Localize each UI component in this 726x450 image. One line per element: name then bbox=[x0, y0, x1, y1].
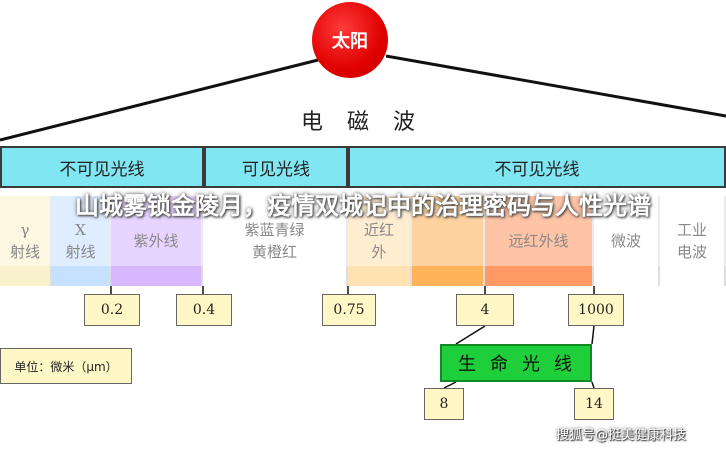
wavelength-0-4: 0.4 bbox=[176, 294, 232, 326]
header-label: 不可见光线 bbox=[59, 159, 145, 180]
em-wave-label: 电磁波 bbox=[300, 110, 439, 135]
roof-right-line bbox=[385, 54, 726, 118]
overlay-title: 山城雾锁金陵月，疫情双城记中的治理密码与人性光谱 bbox=[75, 192, 651, 220]
spectrum-band-8: 工业 电波 bbox=[660, 196, 726, 286]
spectrum-band-3: 紫蓝青绿 黄橙红 bbox=[203, 196, 348, 286]
watermark: 搜狐号@挺美健康科技 bbox=[556, 428, 687, 443]
wavelength-4: 4 bbox=[456, 294, 514, 326]
spectrum-band-5 bbox=[412, 196, 485, 286]
life-14-connector bbox=[591, 381, 595, 389]
wavelength-1000: 1000 bbox=[568, 294, 624, 326]
wavelength-0-75: 0.75 bbox=[322, 294, 376, 326]
header-label: 可见光线 bbox=[242, 159, 310, 180]
life-left-connector bbox=[455, 325, 486, 345]
spectrum-band-6: 远红外线 bbox=[485, 196, 594, 286]
spectrum-band-2: 紫外线 bbox=[111, 196, 203, 286]
spectrum-band-label: 工业 电波 bbox=[676, 221, 707, 261]
spectrum-band-label: 紫外线 bbox=[133, 232, 179, 250]
spectrum-band-label: 紫蓝青绿 黄橙红 bbox=[244, 221, 305, 261]
spectrum-band-4: 近红 外 bbox=[348, 196, 412, 286]
spectrum-band-label: γ 射线 bbox=[9, 221, 40, 261]
spectrum-band-label: X 射线 bbox=[65, 221, 96, 261]
title-overlay bbox=[0, 188, 726, 266]
life-range-max: 14 bbox=[574, 388, 614, 420]
header-invisible-left: 不可见光线 bbox=[0, 146, 204, 188]
sun-node: 太阳 bbox=[312, 2, 388, 78]
wavelength-0-2: 0.2 bbox=[84, 294, 140, 326]
spectrum-band-7: 微波 bbox=[594, 196, 660, 286]
spectrum-band-label: 微波 bbox=[610, 232, 641, 250]
header-invisible-right: 不可见光线 bbox=[348, 146, 726, 188]
life-8-connector bbox=[443, 381, 457, 389]
life-ray-box: 生命光线 bbox=[440, 344, 592, 382]
header-label: 不可见光线 bbox=[494, 159, 580, 180]
spectrum-band-0: γ 射线 bbox=[0, 196, 52, 286]
life-range-min: 8 bbox=[424, 388, 464, 420]
header-visible: 可见光线 bbox=[204, 146, 348, 188]
unit-label: 单位：微米（μm） bbox=[0, 348, 132, 384]
spectrum-band-label: 近红 外 bbox=[363, 221, 394, 261]
spectrum-band-1: X 射线 bbox=[52, 196, 111, 286]
life-right-connector bbox=[591, 325, 595, 345]
roof-left-line bbox=[0, 58, 319, 142]
spectrum-band-label: 远红外线 bbox=[508, 232, 569, 250]
sun-label: 太阳 bbox=[332, 31, 368, 52]
